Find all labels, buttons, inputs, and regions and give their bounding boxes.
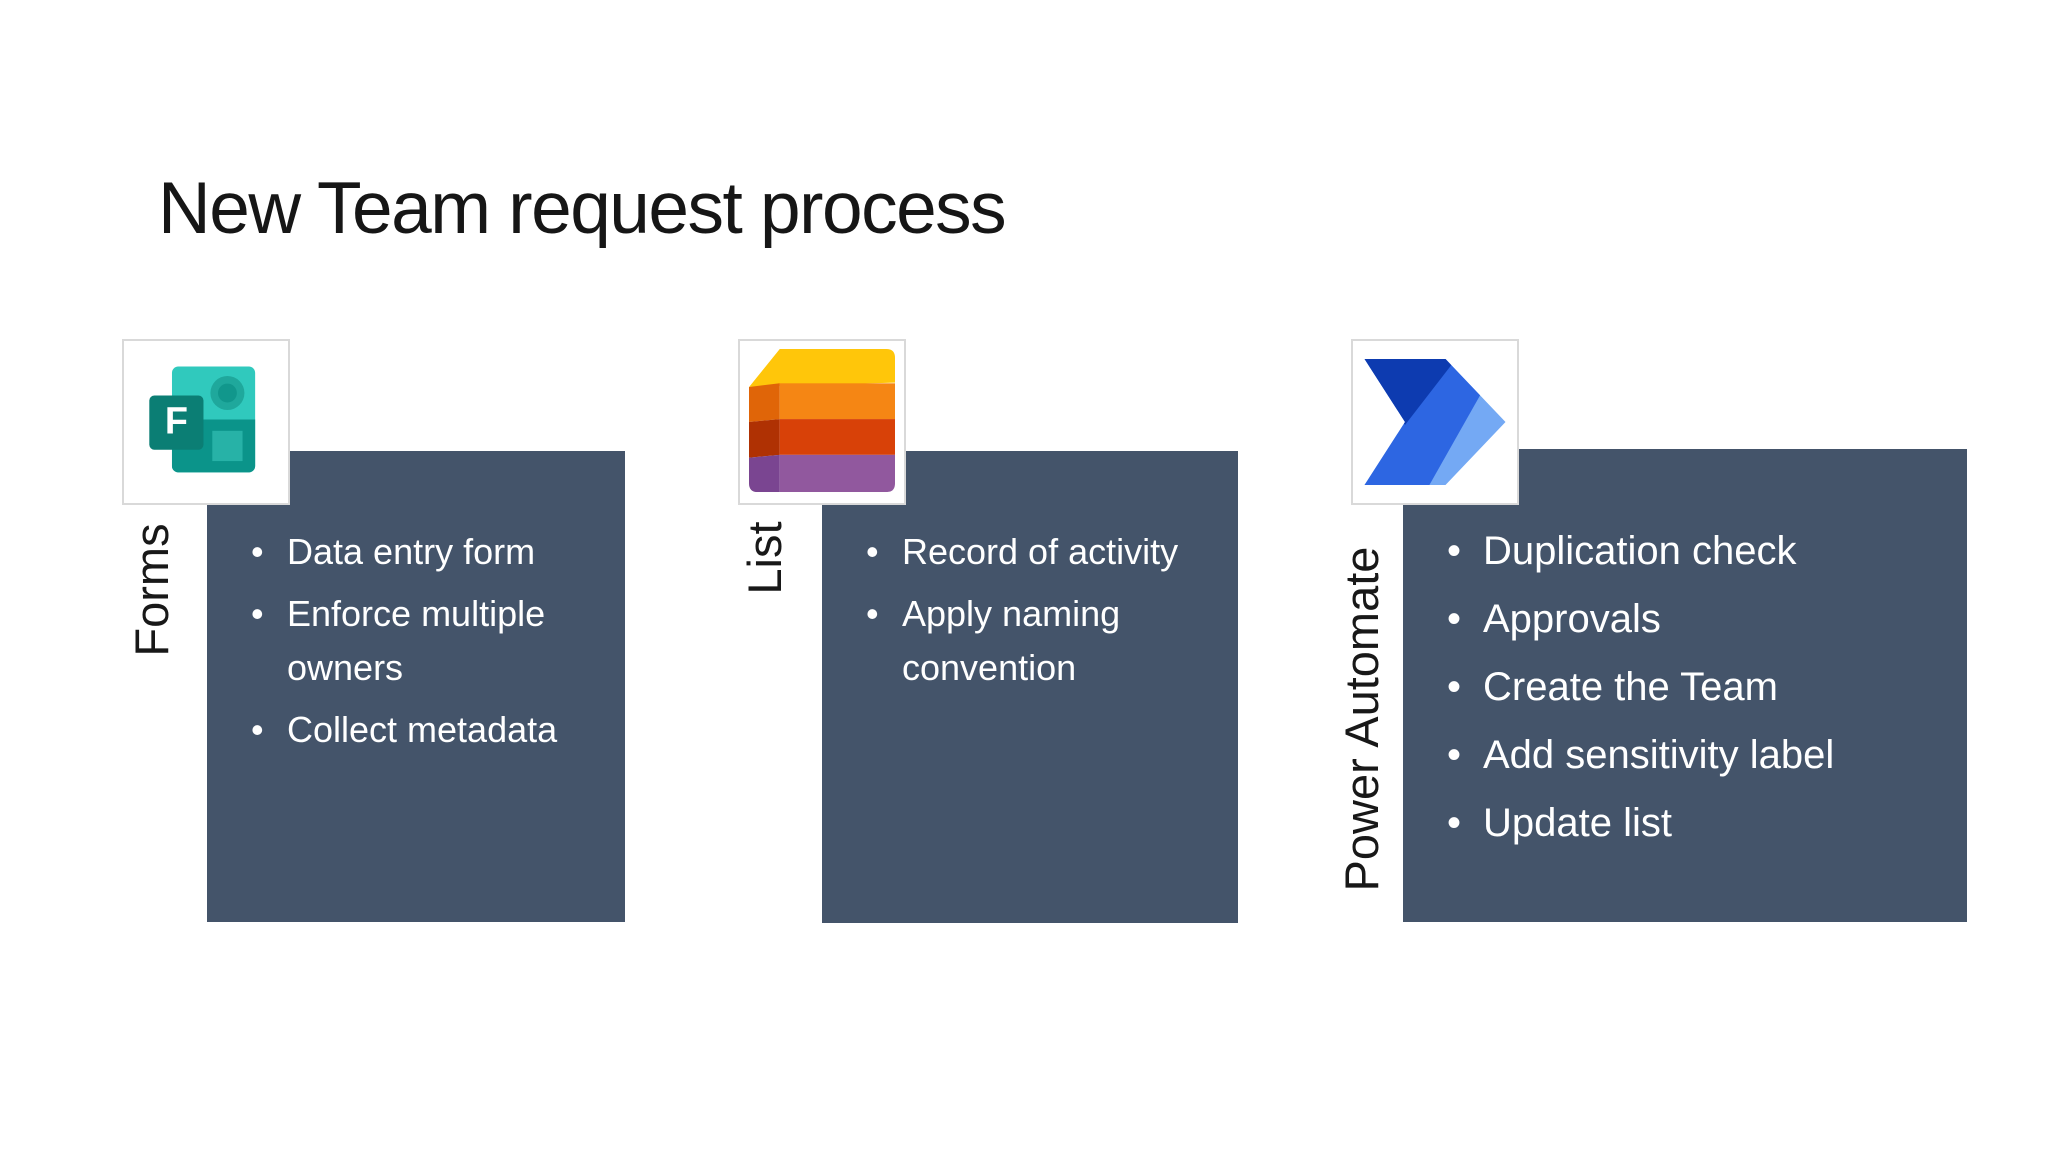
list-content-box: Record of activity Apply naming conventi… [822,451,1238,923]
power-automate-icon [1364,359,1506,485]
power-automate-bullet-list: Duplication check Approvals Create the T… [1403,449,1967,851]
lists-icon-frame [738,339,906,505]
forms-icon-frame: F [122,339,290,505]
bullet-item: Apply naming convention [866,587,1187,695]
bullet-item: Record of activity [866,525,1187,579]
forms-bullet-list: Data entry form Enforce multiple owners … [207,451,625,757]
lists-icon [749,349,895,493]
list-bullet-list: Record of activity Apply naming conventi… [822,451,1238,695]
bullet-item: Data entry form [251,525,572,579]
forms-content-box: Data entry form Enforce multiple owners … [207,451,625,922]
bullet-item: Create the Team [1447,659,1953,715]
bullet-item: Add sensitivity label [1447,727,1953,783]
power-automate-icon-frame [1351,339,1519,505]
power-automate-label: Power Automate [1335,546,1388,892]
power-automate-content-box: Duplication check Approvals Create the T… [1403,449,1967,922]
bullet-item: Approvals [1447,591,1953,647]
forms-icon: F [149,366,256,473]
bullet-item: Duplication check [1447,523,1953,579]
svg-text:F: F [165,400,188,442]
bullet-item: Collect metadata [251,703,572,757]
bullet-item: Enforce multiple owners [251,587,572,695]
bullet-item: Update list [1447,795,1953,851]
forms-label: Forms [125,523,178,657]
slide-title: New Team request process [158,167,1007,249]
